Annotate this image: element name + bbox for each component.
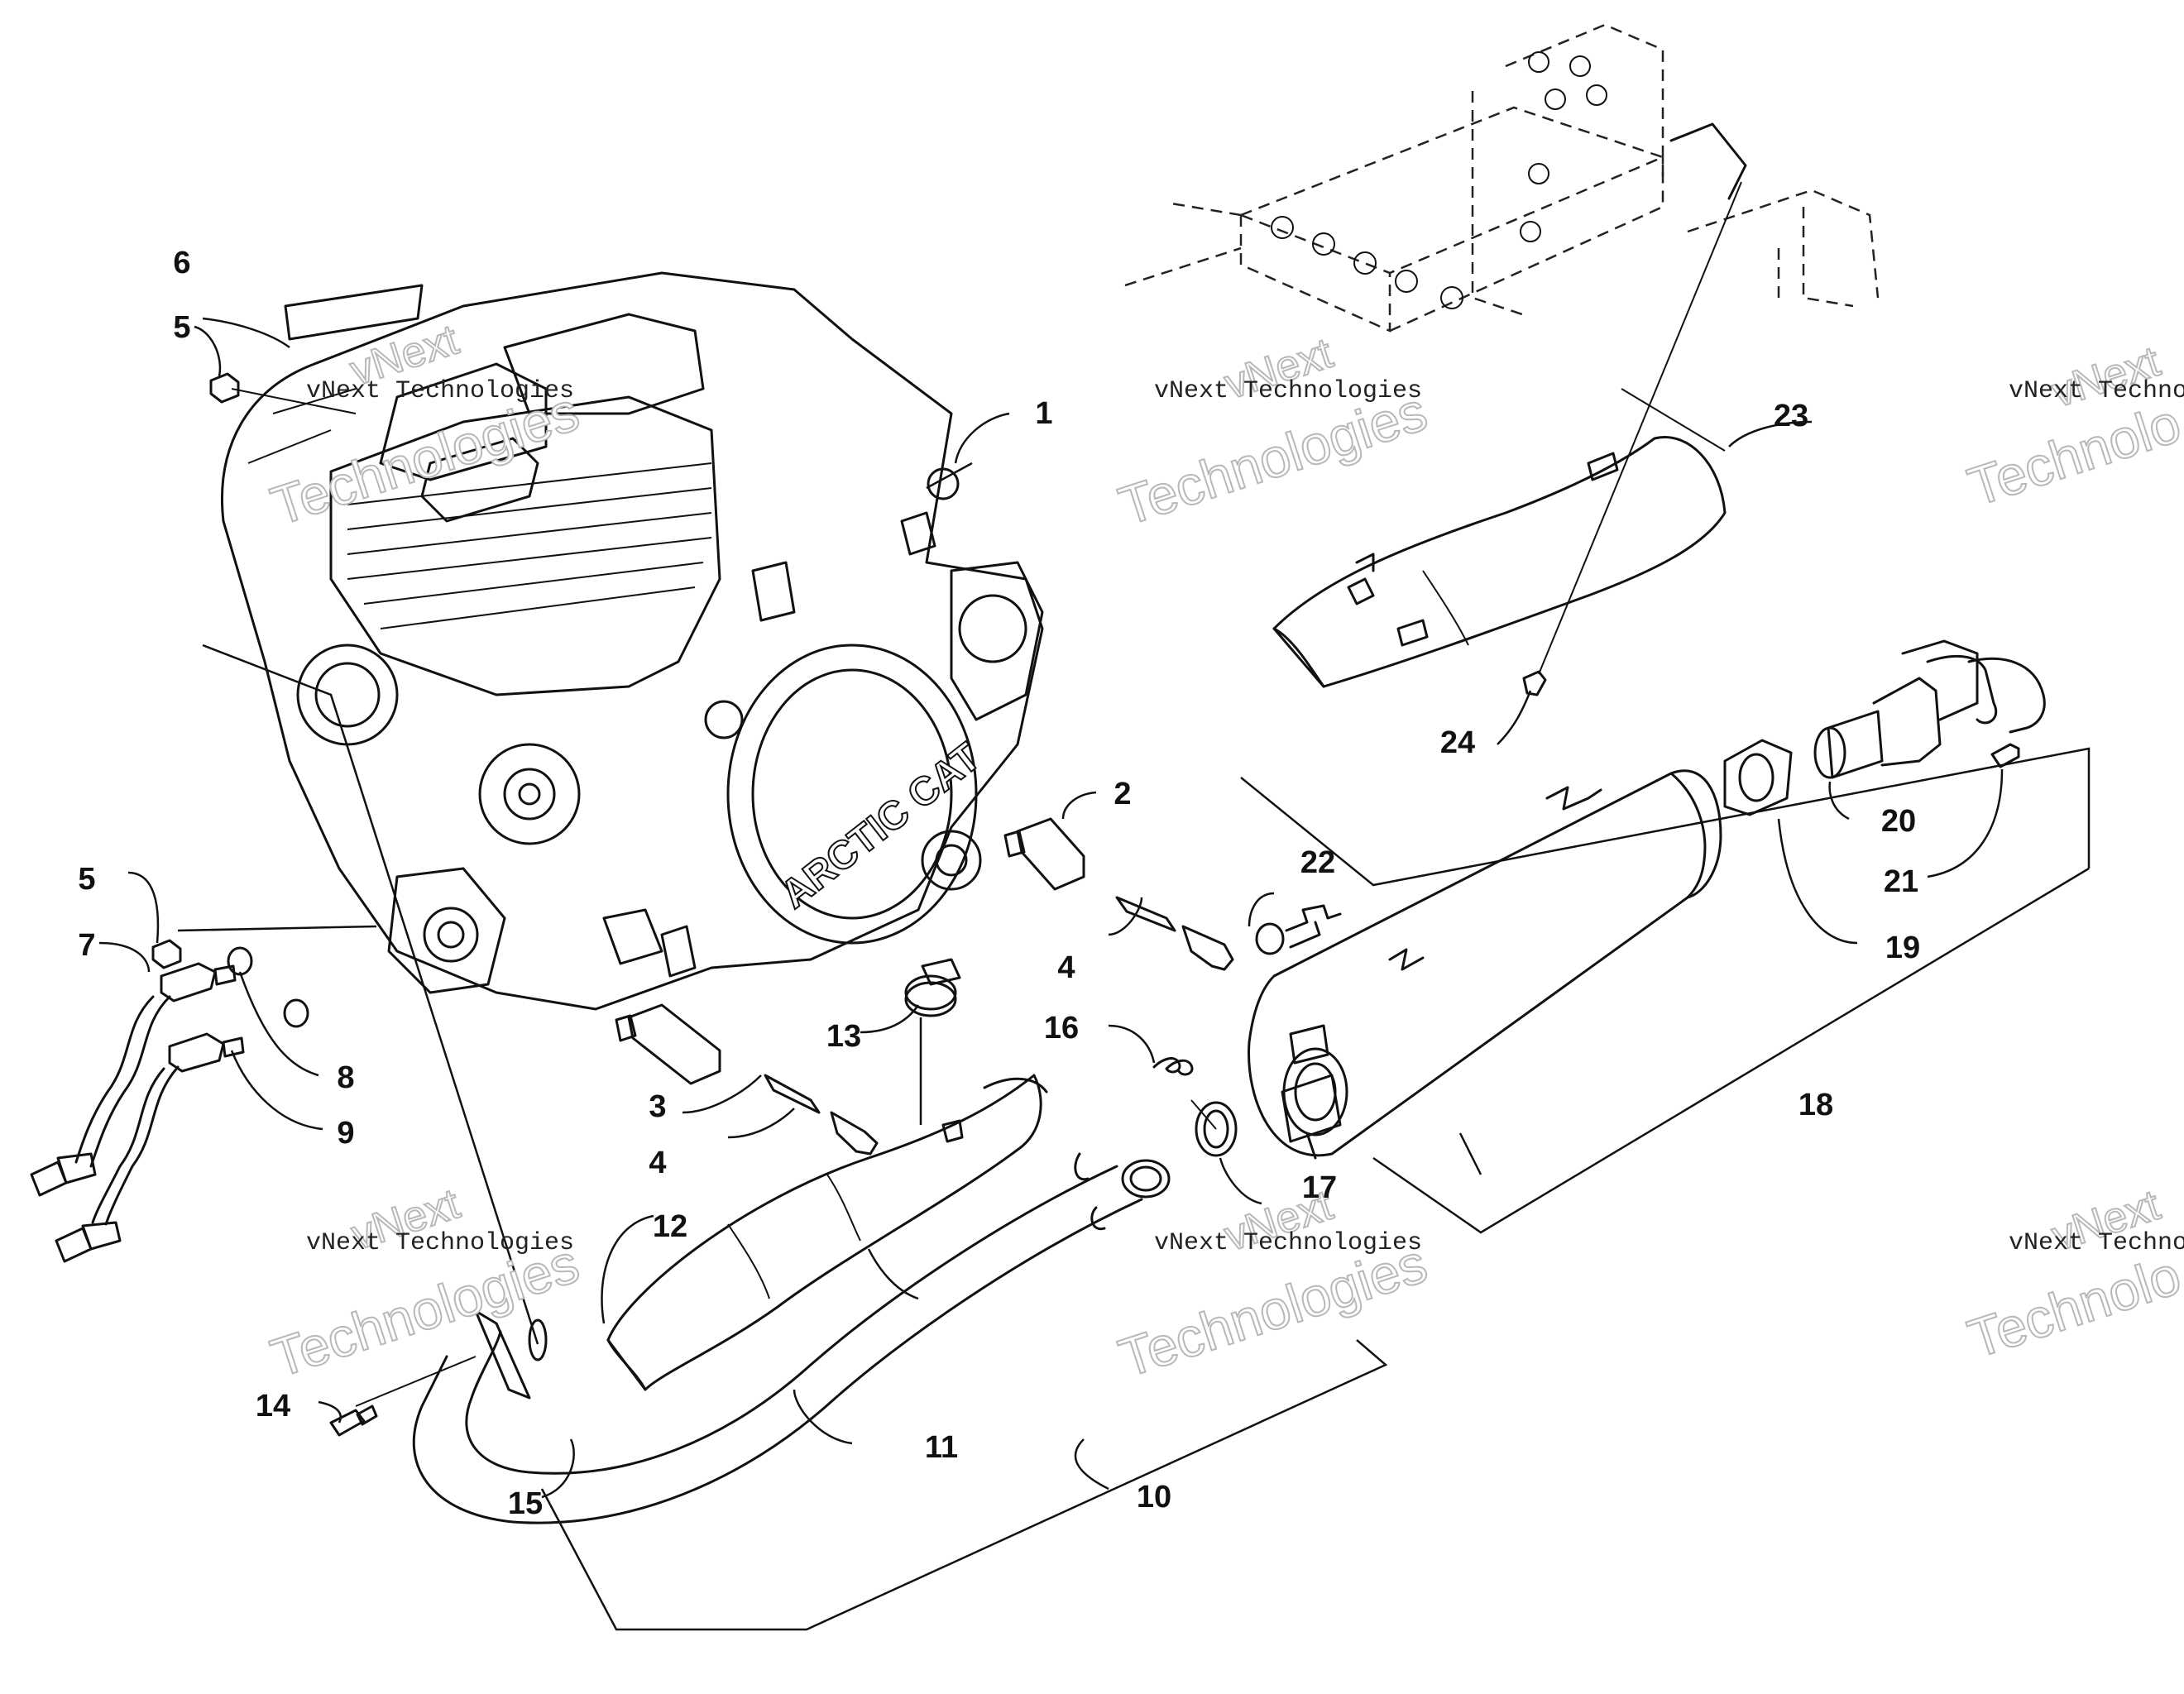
- callout-5-upper: 5: [173, 310, 190, 345]
- head-pipe-part-11: [412, 1159, 1171, 1524]
- callout-23: 23: [1774, 399, 1808, 433]
- o-ring-part-8-upper: [227, 946, 253, 976]
- frame-mount: [1124, 23, 1880, 333]
- callout-numbers: 1 2 3 4 4 5 5 6 7 8 9 10 11 12 13 14 15 …: [78, 246, 1920, 1521]
- callout-16: 16: [1044, 1011, 1079, 1046]
- callout-15: 15: [508, 1486, 543, 1521]
- callout-20: 20: [1881, 804, 1916, 839]
- callout-12: 12: [653, 1209, 687, 1244]
- watermark-caption-1: vNext Technologies: [306, 377, 574, 405]
- callout-5-lower: 5: [78, 862, 95, 897]
- callout-3: 3: [649, 1089, 666, 1124]
- heat-shield-part-23: [1272, 436, 1727, 688]
- gasket-part-17: [1195, 1101, 1238, 1157]
- muffler-part-18: [1248, 769, 1722, 1160]
- callout-leaders: [98, 317, 2004, 1499]
- flange-part-15: [474, 1309, 548, 1400]
- nut-part-5-lower: [151, 939, 182, 969]
- callout-17: 17: [1302, 1170, 1337, 1205]
- bolt-part-14: [329, 1404, 378, 1437]
- explode-lines: [231, 181, 1742, 1407]
- decal-part-6: [284, 284, 424, 341]
- watermark-caption-5: vNext Technologies: [1154, 1229, 1422, 1257]
- bolt-part-4-lower: [764, 1074, 879, 1156]
- leader-lines: [177, 644, 2091, 1631]
- heat-shield-part-12: [606, 1074, 1048, 1391]
- callout-24: 24: [1440, 725, 1475, 760]
- callout-10: 10: [1137, 1480, 1171, 1515]
- callout-13: 13: [826, 1019, 861, 1054]
- stud-part-2: [1003, 817, 1085, 891]
- clamp-part-13: [904, 958, 961, 1017]
- callout-11: 11: [925, 1430, 958, 1465]
- nut-part-5-upper: [209, 372, 240, 404]
- watermark-caption-4: vNext Technologies: [306, 1229, 574, 1257]
- watermark-caption-3: vNext Technol: [2009, 377, 2184, 405]
- callout-8: 8: [337, 1060, 354, 1095]
- sensor-part-7: [30, 962, 237, 1197]
- spring-part-16: [1074, 1057, 1194, 1231]
- spark-arrestor-part-22: [1255, 904, 1342, 955]
- watermarks: vNext vNext Technologies Technologies vN…: [263, 315, 2184, 1390]
- callout-4-upper: 4: [1057, 950, 1075, 985]
- callout-14: 14: [256, 1389, 290, 1424]
- gasket-part-19: [1723, 739, 1793, 816]
- callout-19: 19: [1885, 931, 1920, 965]
- sensor-part-9: [55, 1032, 245, 1263]
- watermark-caption-2: vNext Technologies: [1154, 377, 1422, 405]
- callout-4-lower: 4: [649, 1146, 666, 1180]
- screw-part-24: [1522, 670, 1547, 696]
- bolt-part-4-upper: [1115, 896, 1234, 971]
- callout-9: 9: [337, 1116, 354, 1151]
- watermark-technologies-6: Technolo: [1961, 1244, 2184, 1370]
- callout-22: 22: [1300, 845, 1335, 880]
- o-ring-part-8-lower: [283, 998, 309, 1028]
- stud-part-3: [615, 1003, 721, 1085]
- callout-7: 7: [78, 928, 95, 963]
- callout-1: 1: [1035, 396, 1052, 431]
- watermark-caption-6: vNext Technol: [2009, 1229, 2184, 1257]
- callout-21: 21: [1884, 864, 1918, 899]
- callout-18: 18: [1798, 1088, 1833, 1122]
- tailpipe-part-20: [1813, 639, 2046, 779]
- callout-2: 2: [1114, 777, 1131, 811]
- callout-6: 6: [173, 246, 190, 280]
